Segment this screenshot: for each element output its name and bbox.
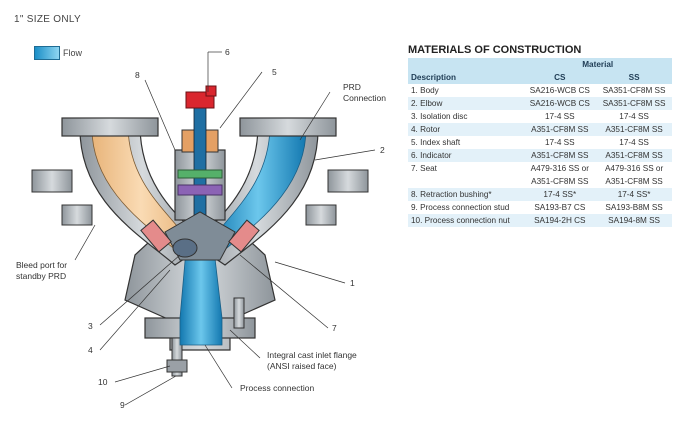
leader-9 <box>124 375 177 406</box>
description-header: Description <box>408 71 524 84</box>
left-bleed-port <box>31 169 73 193</box>
table-row: 4. Rotor A351-CF8M SS A351-CF8M SS <box>408 123 672 136</box>
table-row: 5. Index shaft 17-4 SS 17-4 SS <box>411 138 649 147</box>
valve-diagram: 8 6 5 PRD Connection 2 1 Bleed port for … <box>16 47 386 410</box>
inlet-flow-passage <box>179 249 223 346</box>
leader-2 <box>314 149 376 161</box>
table-row: 8. Retraction bushing* 17-4 SS* 17-4 SS* <box>408 188 672 201</box>
right-lower-port <box>305 204 337 226</box>
callout-2: 2 <box>380 145 385 155</box>
leader-7 <box>239 254 329 329</box>
prd-connection-label-2: Connection <box>343 93 386 103</box>
leader-4 <box>99 269 171 351</box>
cs-header: CS <box>523 71 597 84</box>
table-row: 1. Body SA216-WCB CS SA351-CF8M SS <box>411 86 666 95</box>
bleed-port-label-2: standby PRD <box>16 271 66 281</box>
green-disc <box>177 169 223 179</box>
inlet-flange-label-1: Integral cast inlet flange <box>267 350 357 360</box>
materials-table: Material Description CS SS 1. Body SA216… <box>408 58 672 227</box>
blank-header <box>408 58 524 71</box>
purple-disc <box>177 184 223 196</box>
leader-5 <box>219 71 263 129</box>
table-row: A351-CF8M SS A351-CF8M SS <box>531 177 663 186</box>
flow-legend: Flow <box>34 46 82 60</box>
table-row: 3. Isolation disc 17-4 SS 17-4 SS <box>411 112 649 121</box>
flow-swatch <box>34 46 60 60</box>
table-row: 6. Indicator A351-CF8M SS A351-CF8M SS <box>408 149 672 162</box>
prd-connection-label-1: PRD <box>343 82 361 92</box>
isolation-disc <box>172 238 198 258</box>
callout-3: 3 <box>88 321 93 331</box>
process-connection-label: Process connection <box>240 383 314 393</box>
left-elbow-flange <box>61 117 159 137</box>
process-connection-nut <box>166 359 188 373</box>
callout-5: 5 <box>272 67 277 77</box>
callout-9: 9 <box>120 400 125 410</box>
leader-bleed <box>74 224 96 261</box>
right-elbow-flange <box>239 117 337 137</box>
table-row: 9. Process connection stud SA193-B7 CS S… <box>411 203 663 212</box>
ss-header: SS <box>596 71 672 84</box>
process-connection-stud <box>171 337 183 377</box>
callout-8: 8 <box>135 70 140 80</box>
leader-8 <box>144 79 176 151</box>
left-lower-port <box>61 204 93 226</box>
table-row: 2. Elbow SA216-WCB CS SA351-CF8M SS <box>408 97 672 110</box>
callout-6: 6 <box>225 47 230 57</box>
material-header: Material <box>523 58 672 71</box>
callout-1: 1 <box>350 278 355 288</box>
indicator-stub <box>205 85 217 97</box>
right-bleed-port <box>327 169 369 193</box>
flow-legend-label: Flow <box>63 48 83 58</box>
left-seat <box>140 219 172 253</box>
size-note: 1" SIZE ONLY <box>14 14 81 25</box>
leader-3 <box>99 254 181 326</box>
leader-prd <box>299 91 331 141</box>
callout-10: 10 <box>98 377 108 387</box>
right-seat <box>228 219 260 253</box>
callout-7: 7 <box>332 323 337 333</box>
leader-10 <box>114 365 171 383</box>
table-row: 7. Seat A479-316 SS or A479-316 SS or <box>411 164 664 173</box>
leader-process <box>204 344 233 389</box>
bleed-port-label-1: Bleed port for <box>16 260 67 270</box>
table-row: 10. Process connection nut SA194-2H CS S… <box>408 214 672 227</box>
materials-title: MATERIALS OF CONSTRUCTION <box>408 44 582 56</box>
leader-1 <box>274 261 346 284</box>
callout-4: 4 <box>88 345 93 355</box>
inlet-flange-label-2: (ANSI raised face) <box>267 361 337 371</box>
process-connection-stud-right <box>233 297 245 329</box>
leader-flange <box>229 329 261 359</box>
